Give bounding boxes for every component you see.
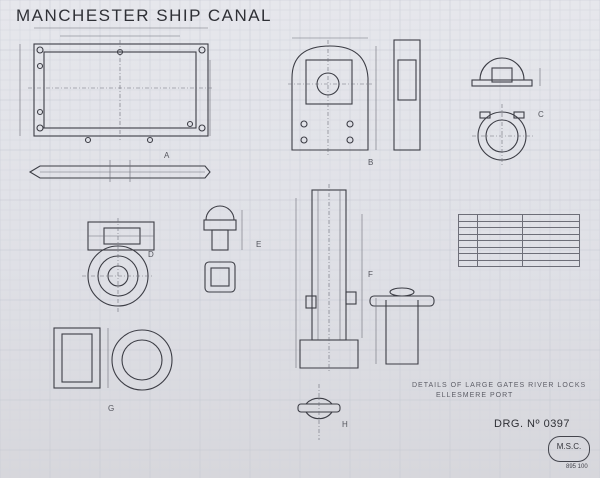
drawing-title: MANCHESTER SHIP CANAL <box>16 6 273 25</box>
view-label-a: A <box>164 151 170 160</box>
view-f-pillar <box>295 184 435 372</box>
caption-line-1: DETAILS OF LARGE GATES RIVER LOCKS <box>412 382 587 389</box>
view-a-plate-plan <box>19 27 214 144</box>
view-label-e: E <box>256 240 262 249</box>
view-label-d: D <box>148 250 154 259</box>
view-d-bracket <box>82 218 155 312</box>
view-label-c: C <box>538 110 544 119</box>
caption-line-2: ELLESMERE PORT <box>436 392 514 399</box>
view-a-plate-section <box>28 160 211 182</box>
corner-mark: 895 100 <box>566 464 588 470</box>
view-e-dome-bolt <box>203 205 243 293</box>
msc-stamp: M.S.C. <box>548 436 590 462</box>
view-g-liner <box>53 327 173 391</box>
view-label-h: H <box>342 420 348 429</box>
view-label-b: B <box>368 158 374 167</box>
view-label-f: F <box>368 270 373 279</box>
view-h-strap <box>297 384 341 440</box>
view-b-shoe <box>288 37 421 156</box>
view-label-g: G <box>108 404 115 413</box>
drawing-number: DRG. Nº 0397 <box>494 418 571 430</box>
parts-schedule-table <box>458 214 580 267</box>
view-c-pivot-cap <box>471 57 541 166</box>
stamp-text: M.S.C. <box>556 442 582 451</box>
